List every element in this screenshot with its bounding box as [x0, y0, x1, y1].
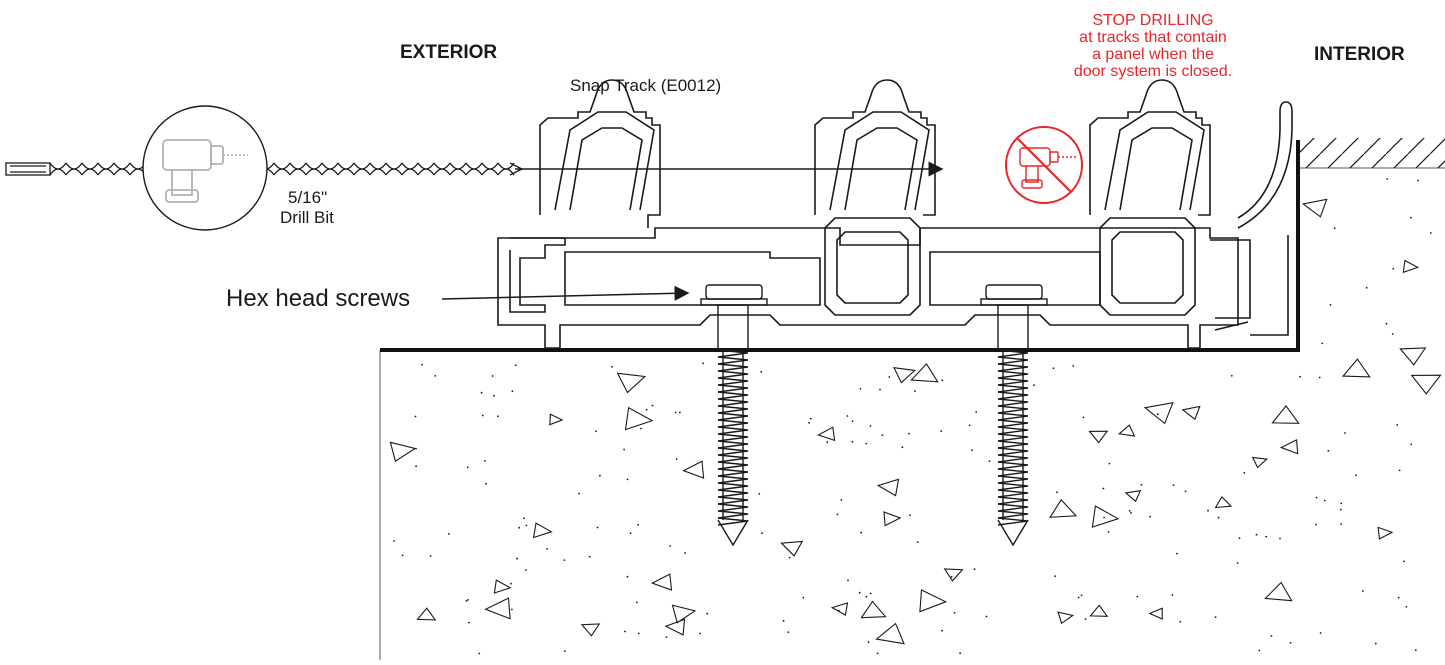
stop-drilling-warning: STOP DRILLING at tracks that contain a p…	[1018, 12, 1288, 80]
drill-size-label: 5/16"	[288, 188, 328, 207]
drill-icon	[142, 105, 268, 231]
sill-base-line	[380, 140, 1300, 352]
drill-bit-label: Drill Bit	[280, 208, 334, 227]
hex-screws-pointer	[441, 285, 690, 301]
concrete-slab	[379, 167, 1445, 660]
warning-line-2: at tracks that contain	[1079, 29, 1227, 46]
sill-profile	[497, 79, 1293, 349]
interior-label: INTERIOR	[1314, 44, 1405, 65]
hex-screws-label: Hex head screws	[226, 285, 411, 312]
interior-floor-hatch	[1300, 138, 1445, 168]
snap-track-label: Snap Track (E0012)	[570, 76, 722, 95]
exterior-label: EXTERIOR	[400, 42, 498, 63]
no-drill-icon	[1005, 126, 1083, 204]
warning-line-1: STOP DRILLING	[1092, 12, 1214, 29]
warning-line-3: a panel when the	[1092, 46, 1214, 63]
warning-line-4: door system is closed.	[1073, 63, 1233, 80]
hex-head-screw-2	[980, 284, 1048, 547]
hex-head-screw-1	[700, 284, 768, 547]
